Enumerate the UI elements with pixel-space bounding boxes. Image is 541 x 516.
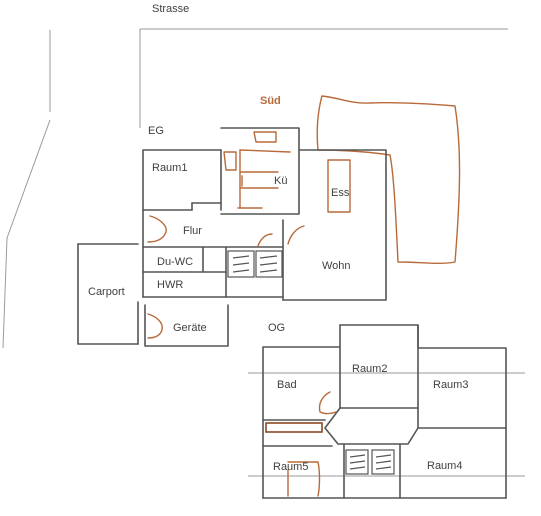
room-raum2-label: Raum2: [352, 363, 387, 375]
room-geraete-label: Geräte: [173, 322, 207, 334]
room-raum4-label: Raum4: [427, 460, 462, 472]
upper-floor-walls: [262, 324, 507, 499]
room-raum1-label: Raum1: [152, 162, 187, 174]
left-boundary-lower: [2, 237, 8, 349]
room-flur-label: Flur: [183, 225, 202, 237]
room-hwr-label: HWR: [157, 279, 183, 291]
ground-floor-stairs: [227, 250, 283, 278]
room-kueche-label: Kü: [274, 175, 287, 187]
upper-floor-stairs: [345, 449, 395, 475]
room-du-wc-label: Du-WC: [157, 256, 193, 268]
garden-outline: [316, 95, 461, 265]
room-carport-label: Carport: [88, 286, 125, 298]
upper-floor-guides: [248, 372, 525, 477]
ground-floor-label: EG: [148, 125, 164, 137]
ground-floor-walls: [77, 127, 387, 347]
room-ess-label: Ess: [331, 187, 350, 199]
room-bad-label: Bad: [277, 379, 297, 391]
south-label: Süd: [260, 95, 281, 107]
street-label: Strasse: [152, 3, 189, 15]
ground-floor-furniture-sketch: [147, 131, 351, 339]
upper-floor-sketch: [265, 391, 337, 497]
room-wohn-label: Wohn: [322, 260, 351, 272]
room-raum5-label: Raum5: [273, 461, 308, 473]
site-lines: [2, 28, 508, 349]
room-raum3-label: Raum3: [433, 379, 468, 391]
upper-floor-label: OG: [268, 322, 285, 334]
left-boundary-diagonal: [6, 119, 51, 239]
